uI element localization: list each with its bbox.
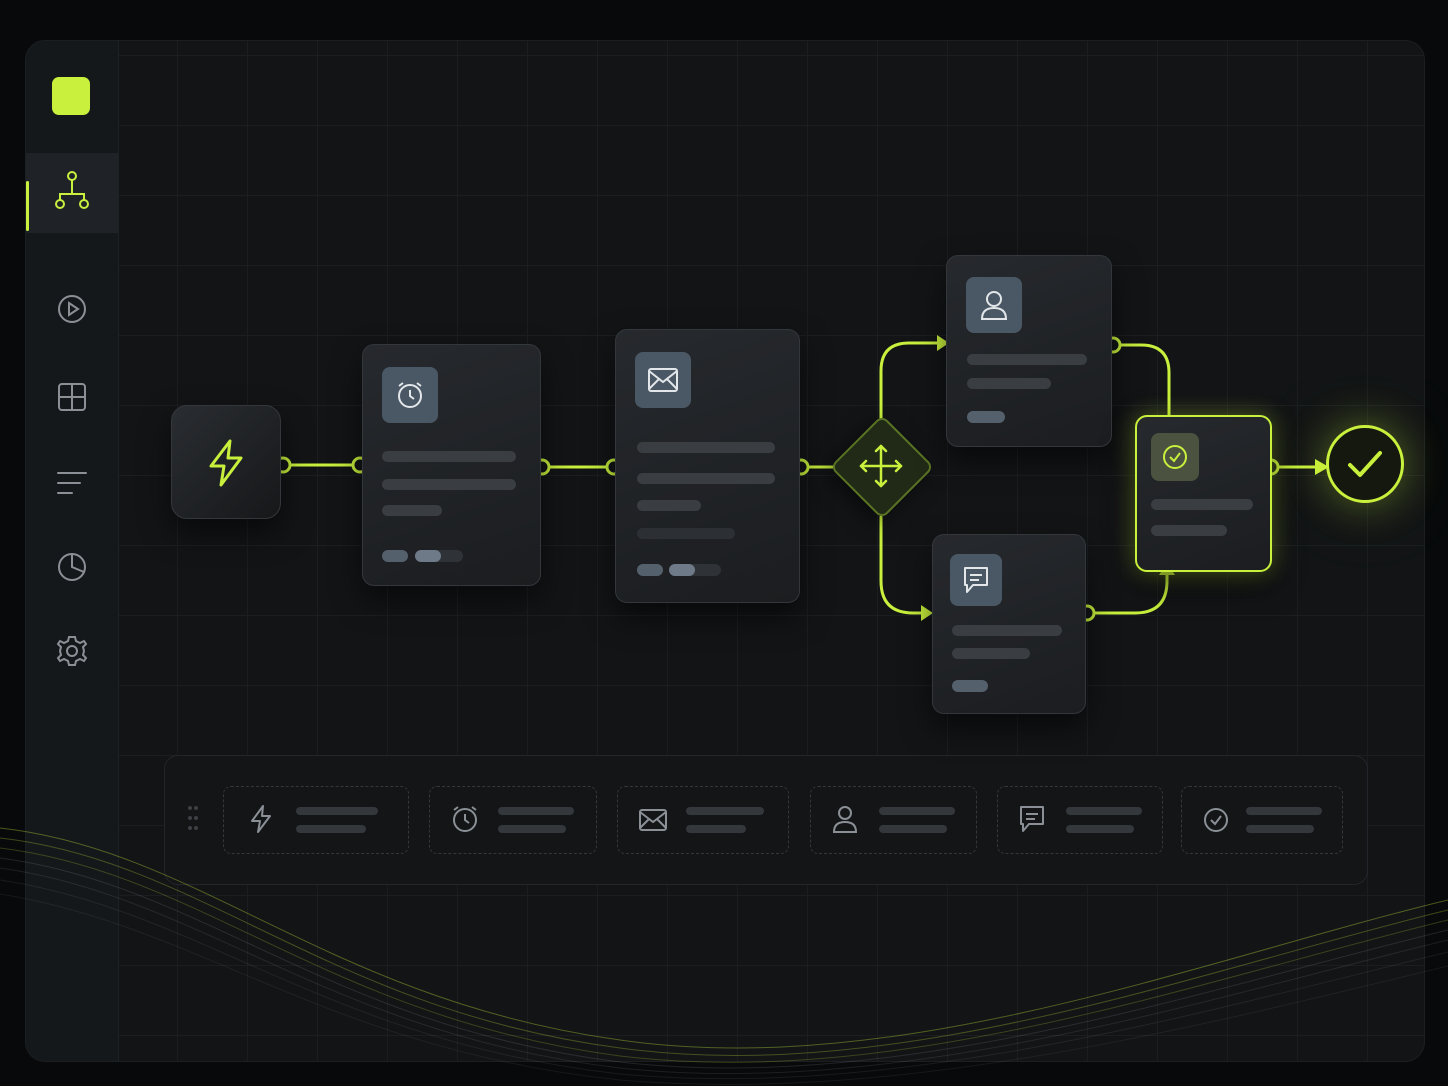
user-icon: [980, 291, 1008, 320]
palette-slot-user[interactable]: [810, 786, 977, 854]
sidebar: [26, 41, 119, 1061]
grid-icon: [56, 381, 88, 418]
list-icon: [56, 467, 88, 504]
sidebar-item-runs[interactable]: [26, 271, 118, 351]
palette-slot-approve[interactable]: [1181, 786, 1343, 854]
email-node[interactable]: [615, 329, 800, 603]
sidebar-item-logs[interactable]: [26, 445, 118, 525]
lightning-icon: [251, 805, 271, 833]
split-arrows-icon: [859, 444, 903, 488]
pie-chart-icon: [56, 551, 88, 588]
alarm-clock-icon: [453, 806, 477, 832]
email-node-icon-tile: [635, 352, 691, 408]
assign-user-node[interactable]: [946, 255, 1112, 447]
node-palette: [164, 755, 1368, 885]
gear-icon: [55, 634, 89, 673]
workflow-icon: [55, 170, 89, 217]
trigger-node[interactable]: [171, 405, 281, 519]
palette-slot-trigger[interactable]: [223, 786, 409, 854]
assign-user-node-icon-tile: [966, 277, 1022, 333]
palette-slot-message[interactable]: [997, 786, 1163, 854]
check-icon: [1348, 451, 1382, 477]
delay-node-icon-tile: [382, 367, 438, 423]
delay-node[interactable]: [362, 344, 541, 586]
complete-node[interactable]: [1326, 425, 1404, 503]
mail-icon: [639, 809, 667, 831]
approve-node-icon-tile: [1151, 433, 1199, 481]
chat-icon: [964, 567, 988, 593]
message-node[interactable]: [932, 534, 1086, 714]
play-icon: [56, 293, 88, 330]
palette-slot-delay[interactable]: [429, 786, 597, 854]
message-node-icon-tile: [950, 554, 1002, 606]
alarm-clock-icon: [398, 382, 422, 408]
chat-icon: [1020, 806, 1044, 832]
check-circle-icon: [1163, 445, 1187, 469]
app-logo[interactable]: [52, 77, 90, 115]
check-circle-icon: [1204, 808, 1228, 832]
sidebar-item-dashboard[interactable]: [26, 359, 118, 439]
user-icon: [832, 806, 858, 833]
mail-icon: [648, 368, 678, 392]
approve-node[interactable]: [1135, 415, 1272, 572]
sidebar-item-analytics[interactable]: [26, 529, 118, 609]
lightning-icon: [209, 439, 243, 487]
drag-handle-icon[interactable]: [187, 804, 199, 836]
sidebar-item-workflow[interactable]: [26, 153, 118, 233]
sidebar-item-settings[interactable]: [26, 613, 118, 693]
palette-slot-email[interactable]: [617, 786, 789, 854]
